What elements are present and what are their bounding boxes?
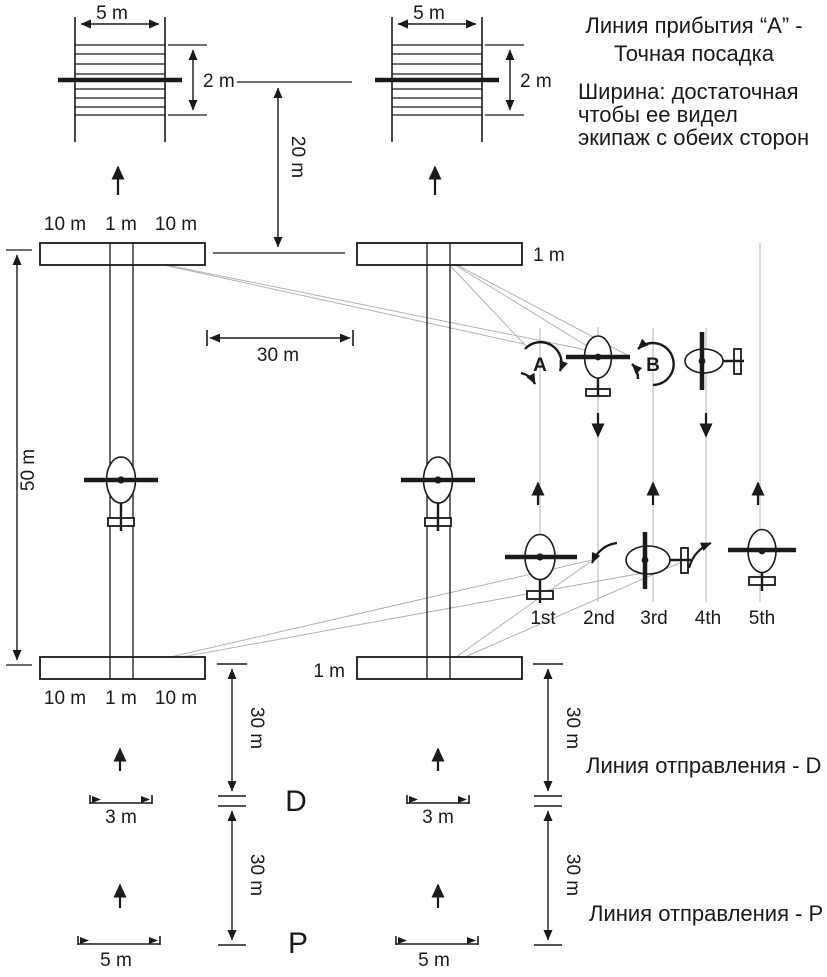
marker-a-label: A xyxy=(533,355,547,376)
helicopter-icon xyxy=(505,533,577,603)
departure-line-d-caption: Линия отправления - D xyxy=(586,753,821,778)
mapping-lines xyxy=(126,256,685,668)
dim-label: 30 m xyxy=(562,707,583,749)
dim-ladder-width-right: 5 m xyxy=(397,3,477,29)
departure-line-p-caption: Линия отправления - P xyxy=(589,901,823,926)
bar-seg-label: 10 m xyxy=(155,214,197,235)
width-note-line3: экипаж с обеих сторон xyxy=(578,125,809,150)
start-mark-5m: 5 m xyxy=(77,936,161,971)
turn-arrow-right xyxy=(687,541,712,569)
arrival-note-line2: Точная посадка xyxy=(614,41,775,66)
dim-label: 2 m xyxy=(203,71,235,92)
dim-label: 30 m xyxy=(246,707,267,749)
dim-label: 5 m xyxy=(100,950,132,971)
marker-b-label: B xyxy=(646,355,660,376)
dim-label: 5 m xyxy=(418,950,450,971)
gate-beam-right: 1 m 1 m xyxy=(313,242,565,682)
gate-beam-left: 10 m 1 m 10 m 10 m 1 m 10 m xyxy=(39,214,206,709)
departure-line-p-letter: P xyxy=(288,927,308,960)
position-label: 5th xyxy=(749,608,775,629)
dim-ladder-height-right: 2 m xyxy=(485,44,552,116)
width-note-line2: чтобы ее видел xyxy=(578,102,738,127)
position-label: 1st xyxy=(530,608,556,629)
helicopter-icon xyxy=(401,456,475,531)
start-mark-5m: 5 m xyxy=(395,936,479,971)
bar-thickness-label: 1 m xyxy=(533,245,565,266)
dim-label: 3 m xyxy=(105,807,137,828)
dim-ladder-width-left: 5 m xyxy=(80,3,160,29)
bar-seg-label: 1 m xyxy=(105,688,137,709)
dim-30m-column-left: 30 m 30 m xyxy=(217,663,267,946)
start-mark-3m: 3 m xyxy=(406,795,470,828)
start-lane-right: 3 m 5 m xyxy=(395,747,479,971)
helicopter-icon xyxy=(728,528,796,591)
arrival-note-line1: Линия прибытия “А” - xyxy=(585,13,802,38)
position-label: 3rd xyxy=(640,608,667,629)
departure-line-d-letter: D xyxy=(285,785,307,818)
position-label: 4th xyxy=(695,608,721,629)
dim-label: 2 m xyxy=(520,71,552,92)
dim-label: 20 m xyxy=(287,136,308,178)
dim-label: 30 m xyxy=(246,854,267,896)
arrival-note: Линия прибытия “А” - Точная посадка Шири… xyxy=(578,13,809,150)
dim-label: 50 m xyxy=(18,449,39,491)
sequence-labels: 1st 2nd 3rd 4th 5th xyxy=(530,608,775,629)
bar-seg-label: 10 m xyxy=(44,688,86,709)
turn-arrow-left xyxy=(590,541,618,564)
dim-label: 5 m xyxy=(413,3,445,24)
arrival-ladder-right: 5 m 2 m xyxy=(375,3,552,195)
helicopter-icon xyxy=(625,532,691,589)
arrival-ladder-left: 5 m 2 m xyxy=(58,3,235,195)
bar-seg-label: 10 m xyxy=(44,214,86,235)
dim-20m: 20 m xyxy=(213,81,352,254)
dim-label: 30 m xyxy=(257,345,299,366)
width-note-line1: Ширина: достаточная xyxy=(578,79,799,104)
start-lane-left: 3 m 5 m xyxy=(77,747,161,971)
bar-seg-label: 1 m xyxy=(105,214,137,235)
turn-marker-b: B xyxy=(631,338,675,387)
turn-marker-a: A xyxy=(520,340,568,385)
dim-label: 3 m xyxy=(422,807,454,828)
dim-ladder-height-left: 2 m xyxy=(168,44,235,116)
bar-thickness-label: 1 m xyxy=(313,661,345,682)
start-mark-3m: 3 m xyxy=(89,795,153,828)
helicopter-icon xyxy=(566,335,630,397)
dim-50m: 50 m xyxy=(6,249,39,666)
dim-label: 5 m xyxy=(96,3,128,24)
position-label: 2nd xyxy=(583,608,615,629)
dim-label: 30 m xyxy=(562,854,583,896)
helicopter-icon xyxy=(84,456,158,531)
bar-seg-label: 10 m xyxy=(155,688,197,709)
dim-30m-column-right: 30 m 30 m xyxy=(533,663,583,946)
dim-30m-horizontal: 30 m xyxy=(206,330,354,366)
helicopter-icon xyxy=(684,332,744,390)
